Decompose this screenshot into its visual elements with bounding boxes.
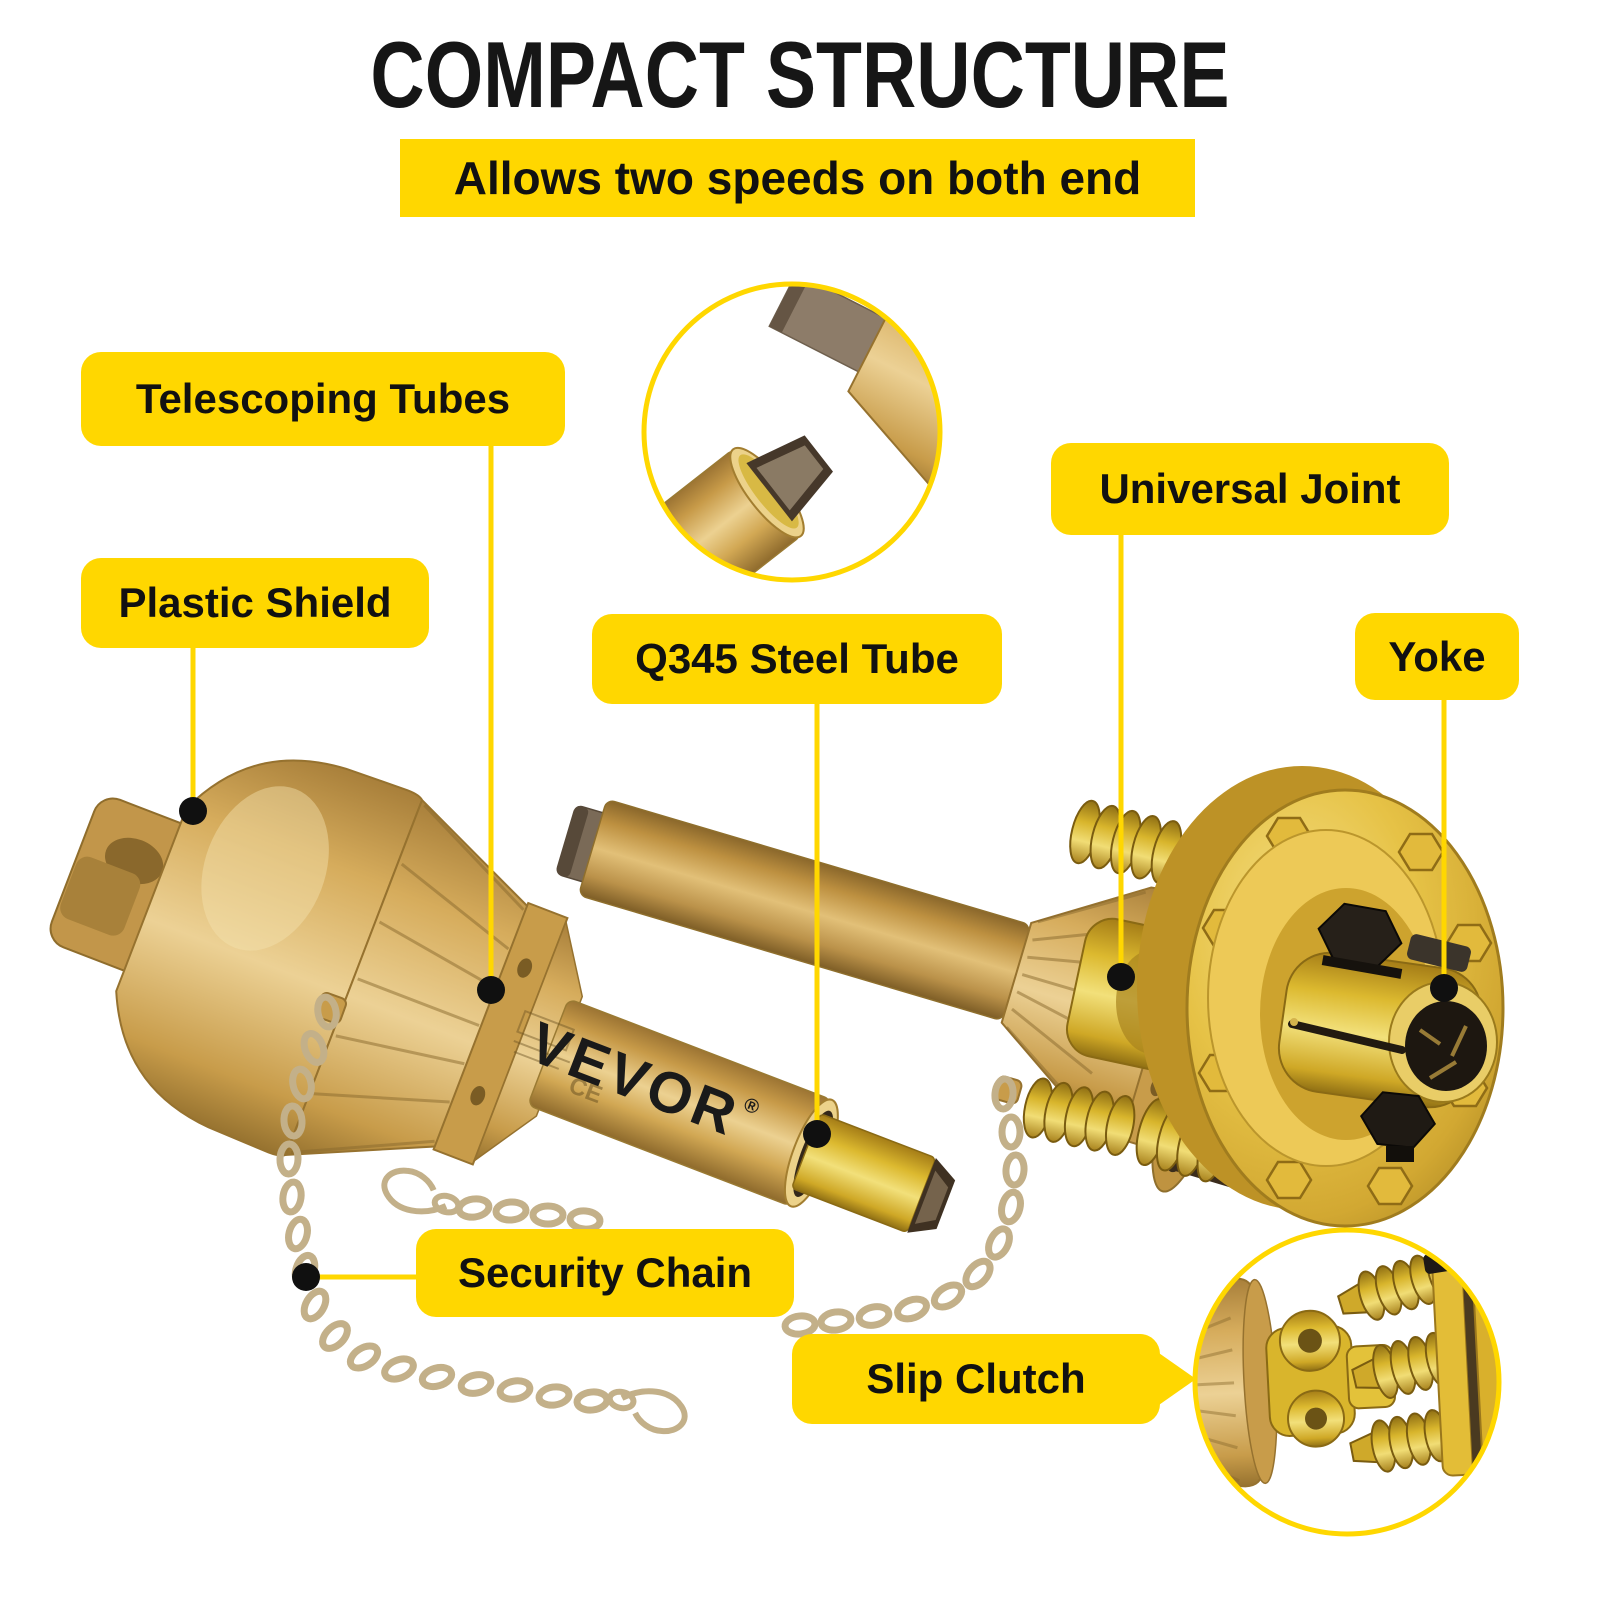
slip-clutch-inset [1192,1227,1502,1537]
telescoping-tubes-dot [477,976,505,1004]
label-telescoping-tubes: Telescoping Tubes [81,352,565,446]
q345-steel-tube-dot [803,1120,831,1148]
chain-hook [381,1167,462,1216]
label-slip-clutch: Slip Clutch [792,1334,1160,1424]
universal-joint-dot [1107,963,1135,991]
slip-clutch-and-yoke-photo [1022,766,1505,1228]
yoke-dot [1430,974,1458,1002]
label-yoke: Yoke [1355,613,1519,700]
chain-hook [606,1388,688,1435]
label-universal-joint: Universal Joint [1051,443,1449,535]
subtitle-banner: Allows two speeds on both end [400,139,1195,217]
inner-steel-tube [792,1114,956,1233]
label-q345-steel-tube: Q345 Steel Tube [592,614,1002,704]
label-plastic-shield: Plastic Shield [81,558,429,648]
label-security-chain: Security Chain [416,1229,794,1317]
slip-clutch-arrow [1156,1351,1196,1407]
security-chain-dot [292,1263,320,1291]
security-chain-photo [276,992,1028,1435]
tube-print [513,1009,576,1070]
plastic-shield-dot [179,797,207,825]
telescoping-tubes-inset [641,281,943,583]
page-title: COMPACT STRUCTURE [370,22,1230,127]
plastic-shield-bell [115,759,584,1166]
callout-connectors [179,446,1458,1407]
